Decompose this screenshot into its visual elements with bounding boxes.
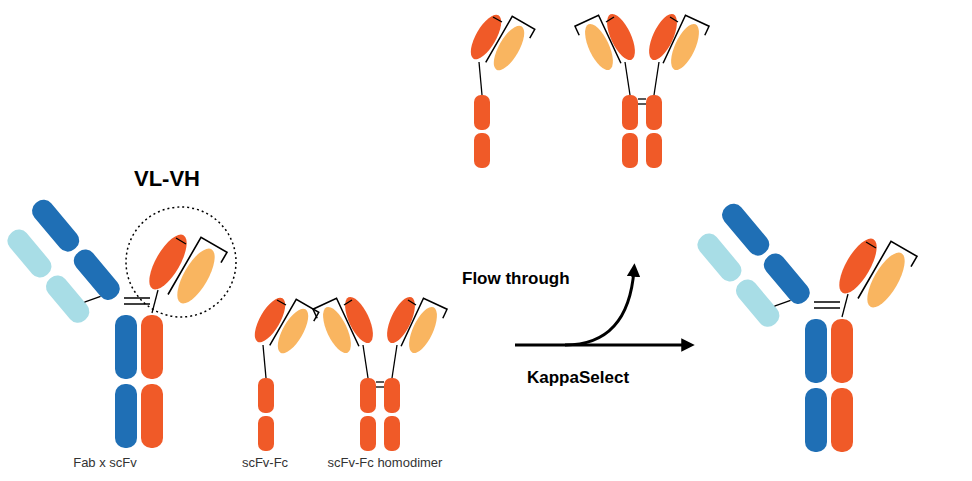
scfv-fc-homodimer-figure <box>313 293 447 451</box>
branch-arrow <box>565 270 634 345</box>
process-arrow <box>515 344 688 347</box>
fab-x-scfv-figure <box>689 200 917 452</box>
dotted-highlight <box>126 207 236 317</box>
scfv-fc-figure <box>249 293 319 451</box>
region-label: VL-VH <box>134 166 200 191</box>
species-label: Fab x scFv <box>73 456 137 471</box>
species-label: scFv-Fc homodimer <box>328 456 443 471</box>
scfv-fc-figure <box>465 10 535 168</box>
scfv-fc-homodimer-figure <box>575 10 709 168</box>
arrow-label: Flow through <box>462 269 570 289</box>
arrow-label: KappaSelect <box>527 368 629 388</box>
fab-x-scfv-figure <box>0 196 227 448</box>
species-label: scFv-Fc <box>242 456 288 471</box>
